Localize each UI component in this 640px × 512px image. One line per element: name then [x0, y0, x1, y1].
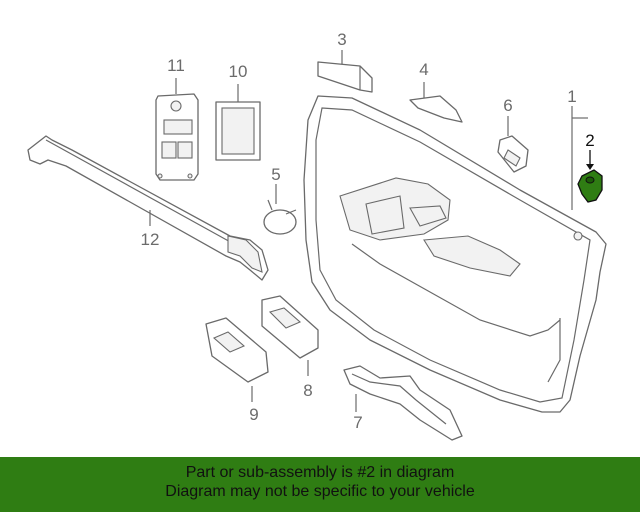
part-3-handle-cover[interactable]: [317, 61, 373, 93]
part-4-cover[interactable]: [409, 95, 463, 123]
part-11-switch-panel[interactable]: [155, 93, 199, 181]
part-2-clip-highlighted[interactable]: [577, 169, 603, 203]
part-10-bezel[interactable]: [215, 101, 261, 161]
callout-9: 9: [249, 405, 258, 424]
part-9-switch-bezel[interactable]: [205, 317, 269, 383]
callout-11: 11: [167, 56, 185, 75]
callout-4: 4: [419, 60, 428, 79]
leader-2-arrow: [586, 164, 594, 170]
callout-7: 7: [353, 413, 362, 432]
parts-diagram: 12 11 10 3 4 6 5: [27, 30, 607, 441]
part-6-clip[interactable]: [497, 135, 529, 173]
part-1-door-panel[interactable]: [303, 95, 607, 413]
banner-line-2: Diagram may not be specific to your vehi…: [165, 483, 475, 500]
callout-10: 10: [229, 62, 248, 81]
callout-3: 3: [337, 30, 346, 49]
callout-6: 6: [503, 96, 512, 115]
part-5-grommet[interactable]: [263, 199, 297, 235]
callout-1: 1: [567, 87, 576, 106]
part-8-switch-bezel[interactable]: [261, 295, 319, 359]
callout-2: 2: [585, 131, 594, 150]
callout-8: 8: [303, 381, 312, 400]
callout-12: 12: [141, 230, 160, 249]
part-12-trim-strip[interactable]: [27, 135, 269, 281]
part-7-pad[interactable]: [343, 365, 463, 441]
callout-5: 5: [271, 165, 280, 184]
info-banner: Part or sub-assembly is #2 in diagram Di…: [0, 457, 640, 512]
banner-line-1: Part or sub-assembly is #2 in diagram: [185, 464, 455, 481]
